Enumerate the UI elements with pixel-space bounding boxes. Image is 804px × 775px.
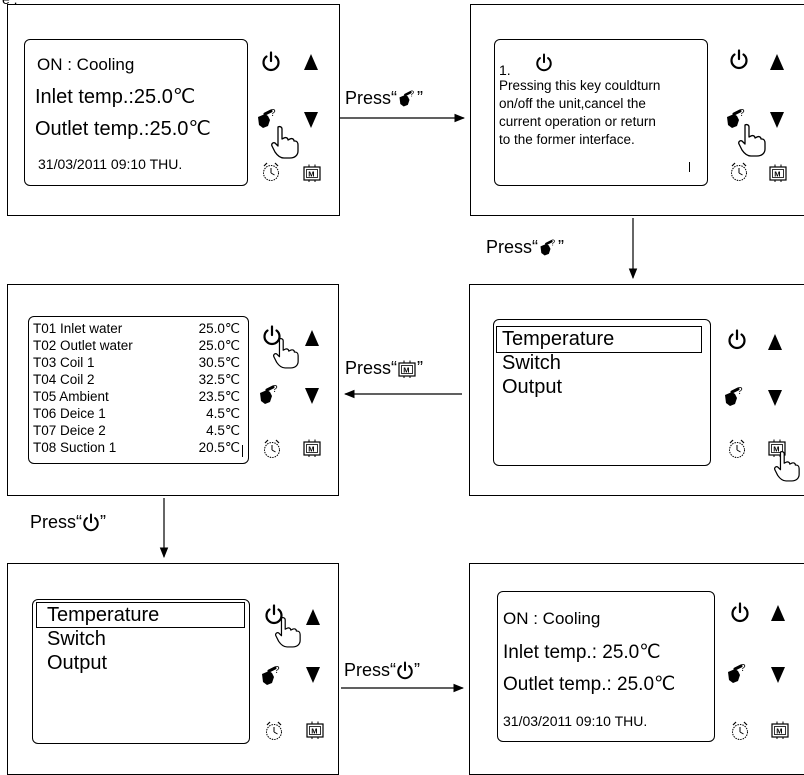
inlet-temp-text: Inlet temp.: 25.0℃ <box>503 642 661 663</box>
inlet-temp-text: Inlet temp.:25.0℃ <box>35 86 196 108</box>
temp-row-name: T04 Coil 2 <box>33 372 95 387</box>
press-prefix: Press“ <box>344 660 397 680</box>
datetime-text: 31/03/2011 09:10 THU. <box>503 713 648 729</box>
datetime-text: 31/03/2011 09:10 THU. <box>38 156 183 172</box>
step-label-power-2: Press“ ” <box>344 660 420 681</box>
help-line-4: to the former interface. <box>499 132 635 147</box>
temp-row-name: T07 Deice 2 <box>33 423 106 438</box>
press-prefix: Press“ <box>345 358 398 378</box>
step-label-power: Press“ ” <box>30 512 106 533</box>
scroll-indicator <box>242 445 243 457</box>
mode-text: ON : Cooling <box>37 55 135 74</box>
step-label-help: Press“ ” <box>345 88 423 109</box>
help-line-3: current operation or return <box>499 114 656 129</box>
press-suffix: ” <box>417 358 424 378</box>
menu-item-switch[interactable]: Switch <box>502 352 561 374</box>
press-suffix: ” <box>100 512 107 532</box>
panel-menu-screen: Temperature Switch Output <box>469 284 804 496</box>
temp-row-name: T08 Suction 1 <box>33 440 117 455</box>
temp-row-name: T01 Inlet water <box>33 321 123 336</box>
temp-row-t02: T02 Outlet water 25.0℃ <box>33 337 244 354</box>
temp-row-name: T02 Outlet water <box>33 338 133 353</box>
panel-home-screen: ON : Cooling Inlet temp.:25.0℃ Outlet te… <box>7 4 340 216</box>
temp-row-name: T05 Ambient <box>33 389 109 404</box>
scroll-indicator <box>689 162 690 172</box>
temp-row-name: T06 Deice 1 <box>33 406 106 421</box>
outlet-temp-text: Outlet temp.:25.0℃ <box>35 118 211 140</box>
menu-item-temperature[interactable]: Temperature <box>502 328 615 350</box>
lcd-screen: 1. Pressing this key couldturn on/off th… <box>494 39 708 186</box>
temp-row-t06: T06 Deice 1 4.5℃ <box>33 405 244 422</box>
temp-row-value: 32.5℃ <box>198 372 240 387</box>
step-label-menu: Press“ ” <box>345 358 423 379</box>
help-hand-icon <box>538 238 558 258</box>
outlet-temp-text: Outlet temp.: 25.0℃ <box>503 674 676 695</box>
temp-row-value: 25.0℃ <box>198 338 240 353</box>
top-fragment-text: e : <box>2 0 18 7</box>
power-icon <box>82 513 100 533</box>
temp-row-t07: T07 Deice 2 4.5℃ <box>33 422 244 439</box>
help-line-2: on/off the unit,cancel the <box>499 96 646 111</box>
lcd-screen: ON : Cooling Inlet temp.: 25.0℃ Outlet t… <box>497 591 715 742</box>
menu-item-switch[interactable]: Switch <box>47 628 106 650</box>
menu-item-temperature[interactable]: Temperature <box>47 604 160 626</box>
temp-row-value: 4.5℃ <box>206 423 240 438</box>
power-icon <box>396 661 414 681</box>
panel-help-screen: 1. Pressing this key couldturn on/off th… <box>470 4 804 216</box>
help-hand-icon <box>397 89 417 109</box>
press-prefix: Press“ <box>345 88 398 108</box>
menu-selection-highlight <box>36 602 245 628</box>
panel-menu-screen-return: Temperature Switch Output <box>7 563 339 775</box>
lcd-screen: T01 Inlet water 25.0℃ T02 Outlet water 2… <box>28 316 249 464</box>
press-prefix: Press“ <box>486 237 539 257</box>
lcd-screen: Temperature Switch Output <box>493 319 711 466</box>
temp-row-value: 20.5℃ <box>198 440 240 455</box>
panel-temperature-list: T01 Inlet water 25.0℃ T02 Outlet water 2… <box>7 284 339 496</box>
mode-text: ON : Cooling <box>503 609 601 628</box>
menu-item-output[interactable]: Output <box>502 376 563 398</box>
step-label-help-2: Press“ ” <box>486 237 564 258</box>
menu-selection-highlight <box>496 326 702 353</box>
menu-m-icon <box>397 359 417 379</box>
temp-row-value: 23.5℃ <box>198 389 240 404</box>
help-line-1: Pressing this key couldturn <box>499 78 661 93</box>
temp-row-value: 30.5℃ <box>198 355 240 370</box>
temp-row-t04: T04 Coil 2 32.5℃ <box>33 371 244 388</box>
temp-row-t08: T08 Suction 1 20.5℃ <box>33 439 244 456</box>
temp-row-name: T03 Coil 1 <box>33 355 95 370</box>
menu-item-output[interactable]: Output <box>47 652 108 674</box>
temp-row-value: 25.0℃ <box>198 321 240 336</box>
lcd-screen: ON : Cooling Inlet temp.:25.0℃ Outlet te… <box>24 39 248 186</box>
press-prefix: Press“ <box>30 512 83 532</box>
temp-row-t05: T05 Ambient 23.5℃ <box>33 388 244 405</box>
press-suffix: ” <box>414 660 421 680</box>
press-suffix: ” <box>558 237 565 257</box>
lcd-screen: Temperature Switch Output <box>32 599 250 744</box>
temp-row-t03: T03 Coil 1 30.5℃ <box>33 354 244 371</box>
panel-home-screen-return: ON : Cooling Inlet temp.: 25.0℃ Outlet t… <box>469 563 804 775</box>
temp-row-value: 4.5℃ <box>206 406 240 421</box>
temp-row-t01: T01 Inlet water 25.0℃ <box>33 320 244 337</box>
step-number: 1. <box>499 62 511 78</box>
press-suffix: ” <box>417 88 424 108</box>
